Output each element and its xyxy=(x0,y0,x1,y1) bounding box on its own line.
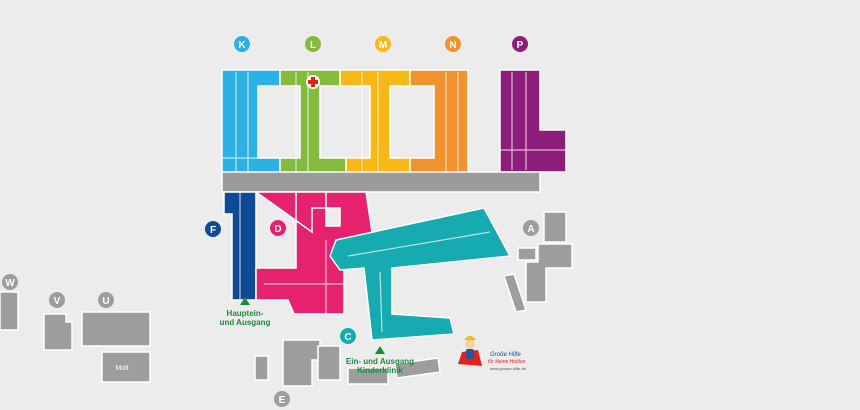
building-a-small xyxy=(517,247,537,261)
building-label-u: U xyxy=(102,296,109,307)
building-grey-strip xyxy=(394,357,441,379)
building-label-w: W xyxy=(5,278,15,289)
neighbor-buildings xyxy=(0,211,573,387)
building-marker-d[interactable]: D xyxy=(270,220,286,236)
building-w-shape xyxy=(0,291,19,331)
superhero-mascot-icon xyxy=(458,336,482,366)
logo-url: www.grosse-hilfe.de xyxy=(490,366,527,371)
wing-detail-lines xyxy=(222,72,566,333)
wing-n-shape xyxy=(409,69,469,175)
wing-marker-n[interactable]: N xyxy=(445,36,461,52)
wing-label-l: L xyxy=(310,40,316,51)
children-entrance[interactable]: Ein- und Ausgang Kinderklinik xyxy=(346,346,414,375)
building-label-e: E xyxy=(279,395,286,406)
main-entrance-line2: und Ausgang xyxy=(220,318,271,327)
building-label-v: V xyxy=(54,296,61,307)
building-label-a: A xyxy=(527,224,534,235)
wing-marker-p[interactable]: P xyxy=(512,36,528,52)
wing-label-m: M xyxy=(379,40,387,51)
street-label-molt: Molt xyxy=(115,365,128,372)
wing-marker-k[interactable]: K xyxy=(234,36,250,52)
building-v-shape xyxy=(43,313,73,351)
mascot-logo[interactable]: Große Hilfe für kleine Helden www.grosse… xyxy=(458,336,527,371)
main-entrance-line1: Hauptein- xyxy=(227,309,264,318)
building-marker-e[interactable]: E xyxy=(274,391,290,407)
building-grey-low xyxy=(347,367,389,385)
building-e-shape xyxy=(282,339,321,387)
building-label-d: D xyxy=(274,224,281,235)
logo-title: Große Hilfe xyxy=(490,352,521,358)
children-entrance-line2: Kinderklinik xyxy=(357,366,403,375)
triangle-up-icon xyxy=(375,346,385,354)
building-c-shape xyxy=(329,207,512,341)
building-marker-u[interactable]: U xyxy=(98,292,114,308)
building-grey-left-1 xyxy=(254,355,269,381)
red-cross-icon xyxy=(306,75,320,89)
wing-label-p: P xyxy=(517,40,524,51)
wing-label-k: K xyxy=(238,40,246,51)
building-grey-mid xyxy=(317,345,341,381)
building-a-thin xyxy=(503,273,527,313)
building-marker-f[interactable]: F xyxy=(205,221,221,237)
logo-subtitle: für kleine Helden xyxy=(488,359,526,365)
wing-marker-l[interactable]: L xyxy=(305,36,321,52)
triangle-up-icon xyxy=(240,297,250,305)
building-marker-c[interactable]: C xyxy=(340,328,356,344)
building-label-f: F xyxy=(210,225,216,236)
wing-p-shape xyxy=(499,69,567,173)
wing-label-n: N xyxy=(449,40,456,51)
building-marker-a[interactable]: A xyxy=(523,220,539,236)
corridor-shape xyxy=(221,171,541,193)
building-a-main xyxy=(525,243,573,303)
main-entrance[interactable]: Hauptein- und Ausgang xyxy=(220,297,271,327)
building-marker-v[interactable]: V xyxy=(49,292,65,308)
wing-marker-m[interactable]: M xyxy=(375,36,391,52)
building-marker-w[interactable]: W xyxy=(2,274,18,290)
building-molt-shape xyxy=(101,351,151,383)
children-entrance-line1: Ein- und Ausgang xyxy=(346,357,414,366)
building-u-shape xyxy=(81,311,151,347)
building-label-c: C xyxy=(344,332,351,343)
building-a-top xyxy=(543,211,567,243)
wing-m-shape xyxy=(339,69,411,175)
